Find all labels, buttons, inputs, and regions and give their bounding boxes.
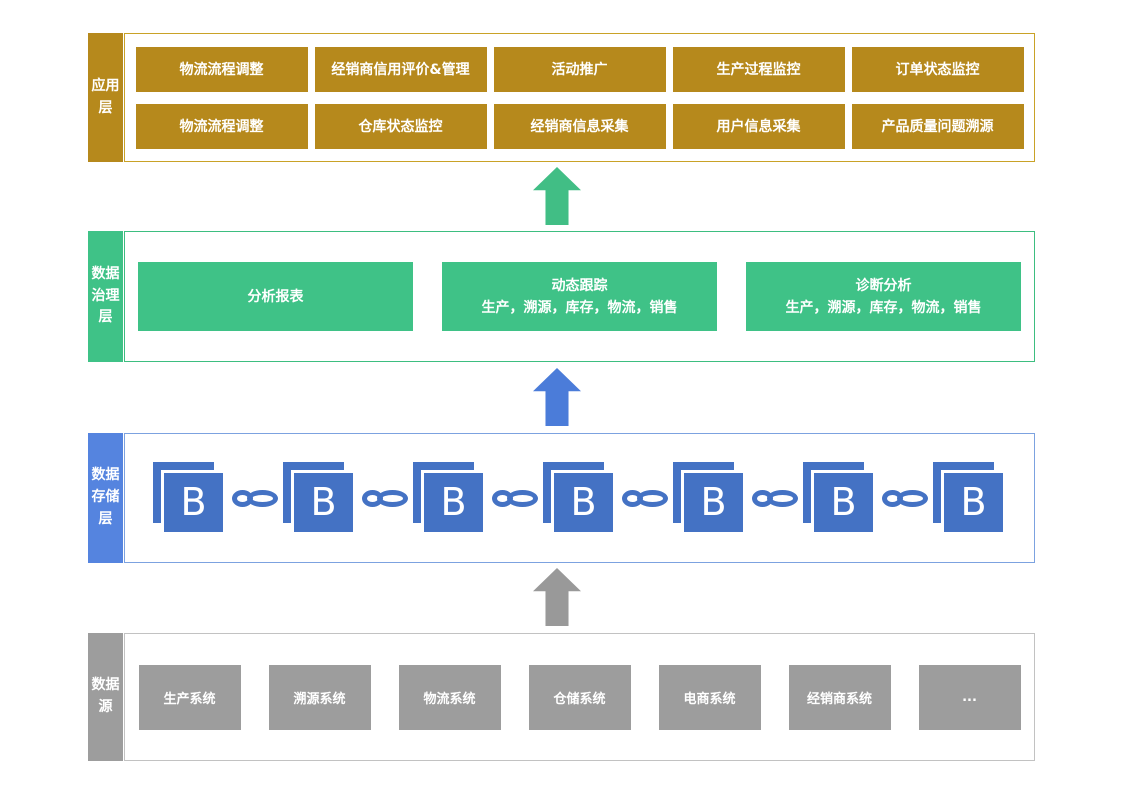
- blockchain-block-icon: B: [543, 461, 616, 535]
- governance-panel: 分析报表 动态跟踪 生产，溯源，库存，物流，销售 诊断分析 生产，溯源，库存，物…: [124, 231, 1035, 362]
- source-box: ...: [918, 664, 1021, 730]
- app-box: 经销商信用评价&管理: [314, 46, 487, 92]
- layer-tab-storage: 数据 存储 层: [88, 433, 123, 563]
- application-row-2: 物流流程调整 仓库状态监控 经销商信息采集 用户信息采集 产品质量问题溯源: [125, 103, 1034, 149]
- layer-storage: 数据 存储 层 B B B: [88, 433, 1035, 563]
- block-front-square: B: [941, 469, 1006, 535]
- application-panel: 物流流程调整 经销商信用评价&管理 活动推广 生产过程监控 订单状态监控 物流流…: [124, 33, 1035, 162]
- storage-panel: B B B B: [124, 433, 1035, 563]
- app-box: 产品质量问题溯源: [851, 103, 1024, 149]
- layer-governance: 数据 治理 层 分析报表 动态跟踪 生产，溯源，库存，物流，销售 诊断分析 生产…: [88, 231, 1035, 362]
- up-arrow-icon: [533, 568, 581, 626]
- chain-link-icon: [876, 489, 933, 507]
- blockchain-block-icon: B: [283, 461, 356, 535]
- up-arrow-icon: [533, 167, 581, 225]
- gov-box-title: 诊断分析: [855, 277, 912, 294]
- gov-box: 诊断分析 生产，溯源，库存，物流，销售: [746, 262, 1021, 331]
- chain-link-icon: [356, 489, 413, 507]
- block-front-square: B: [421, 469, 486, 535]
- chain-link-icon: [616, 489, 673, 507]
- block-front-square: B: [161, 469, 226, 535]
- blockchain-block-icon: B: [803, 461, 876, 535]
- chain-link-icon: [486, 489, 543, 507]
- gov-box-title: 分析报表: [247, 288, 304, 305]
- blockchain-block-icon: B: [153, 461, 226, 535]
- gov-box-subtitle: 生产，溯源，库存，物流，销售: [785, 299, 982, 316]
- layer-tab-application: 应用 层: [88, 33, 123, 162]
- gov-box: 动态跟踪 生产，溯源，库存，物流，销售: [442, 262, 717, 331]
- blockchain-block-icon: B: [413, 461, 486, 535]
- block-front-square: B: [291, 469, 356, 535]
- app-box: 活动推广: [493, 46, 666, 92]
- chain-link-icon: [746, 489, 803, 507]
- source-box: 物流系统: [398, 664, 501, 730]
- source-box: 电商系统: [658, 664, 761, 730]
- source-box: 溯源系统: [268, 664, 371, 730]
- app-box: 订单状态监控: [851, 46, 1024, 92]
- app-box: 生产过程监控: [672, 46, 845, 92]
- app-box: 经销商信息采集: [493, 103, 666, 149]
- gov-box-title: 动态跟踪: [551, 277, 608, 294]
- block-front-square: B: [681, 469, 746, 535]
- app-box: 用户信息采集: [672, 103, 845, 149]
- blockchain-block-icon: B: [933, 461, 1006, 535]
- app-box: 仓库状态监控: [314, 103, 487, 149]
- blockchain-block-icon: B: [673, 461, 746, 535]
- chain-link-icon: [226, 489, 283, 507]
- block-front-square: B: [551, 469, 616, 535]
- layer-tab-governance: 数据 治理 层: [88, 231, 123, 362]
- layer-source: 数据 源 生产系统 溯源系统 物流系统 仓储系统 电商系统 经销商系统 ...: [88, 633, 1035, 761]
- gov-box-subtitle: 生产，溯源，库存，物流，销售: [481, 299, 678, 316]
- app-box: 物流流程调整: [135, 103, 308, 149]
- source-box: 生产系统: [138, 664, 241, 730]
- source-panel: 生产系统 溯源系统 物流系统 仓储系统 电商系统 经销商系统 ...: [124, 633, 1035, 761]
- app-box: 物流流程调整: [135, 46, 308, 92]
- layer-tab-source: 数据 源: [88, 633, 123, 761]
- source-box: 仓储系统: [528, 664, 631, 730]
- layer-application: 应用 层 物流流程调整 经销商信用评价&管理 活动推广 生产过程监控 订单状态监…: [88, 33, 1035, 162]
- up-arrow-icon: [533, 368, 581, 426]
- source-box: 经销商系统: [788, 664, 891, 730]
- block-front-square: B: [811, 469, 876, 535]
- application-row-1: 物流流程调整 经销商信用评价&管理 活动推广 生产过程监控 订单状态监控: [125, 46, 1034, 92]
- gov-box: 分析报表: [138, 262, 413, 331]
